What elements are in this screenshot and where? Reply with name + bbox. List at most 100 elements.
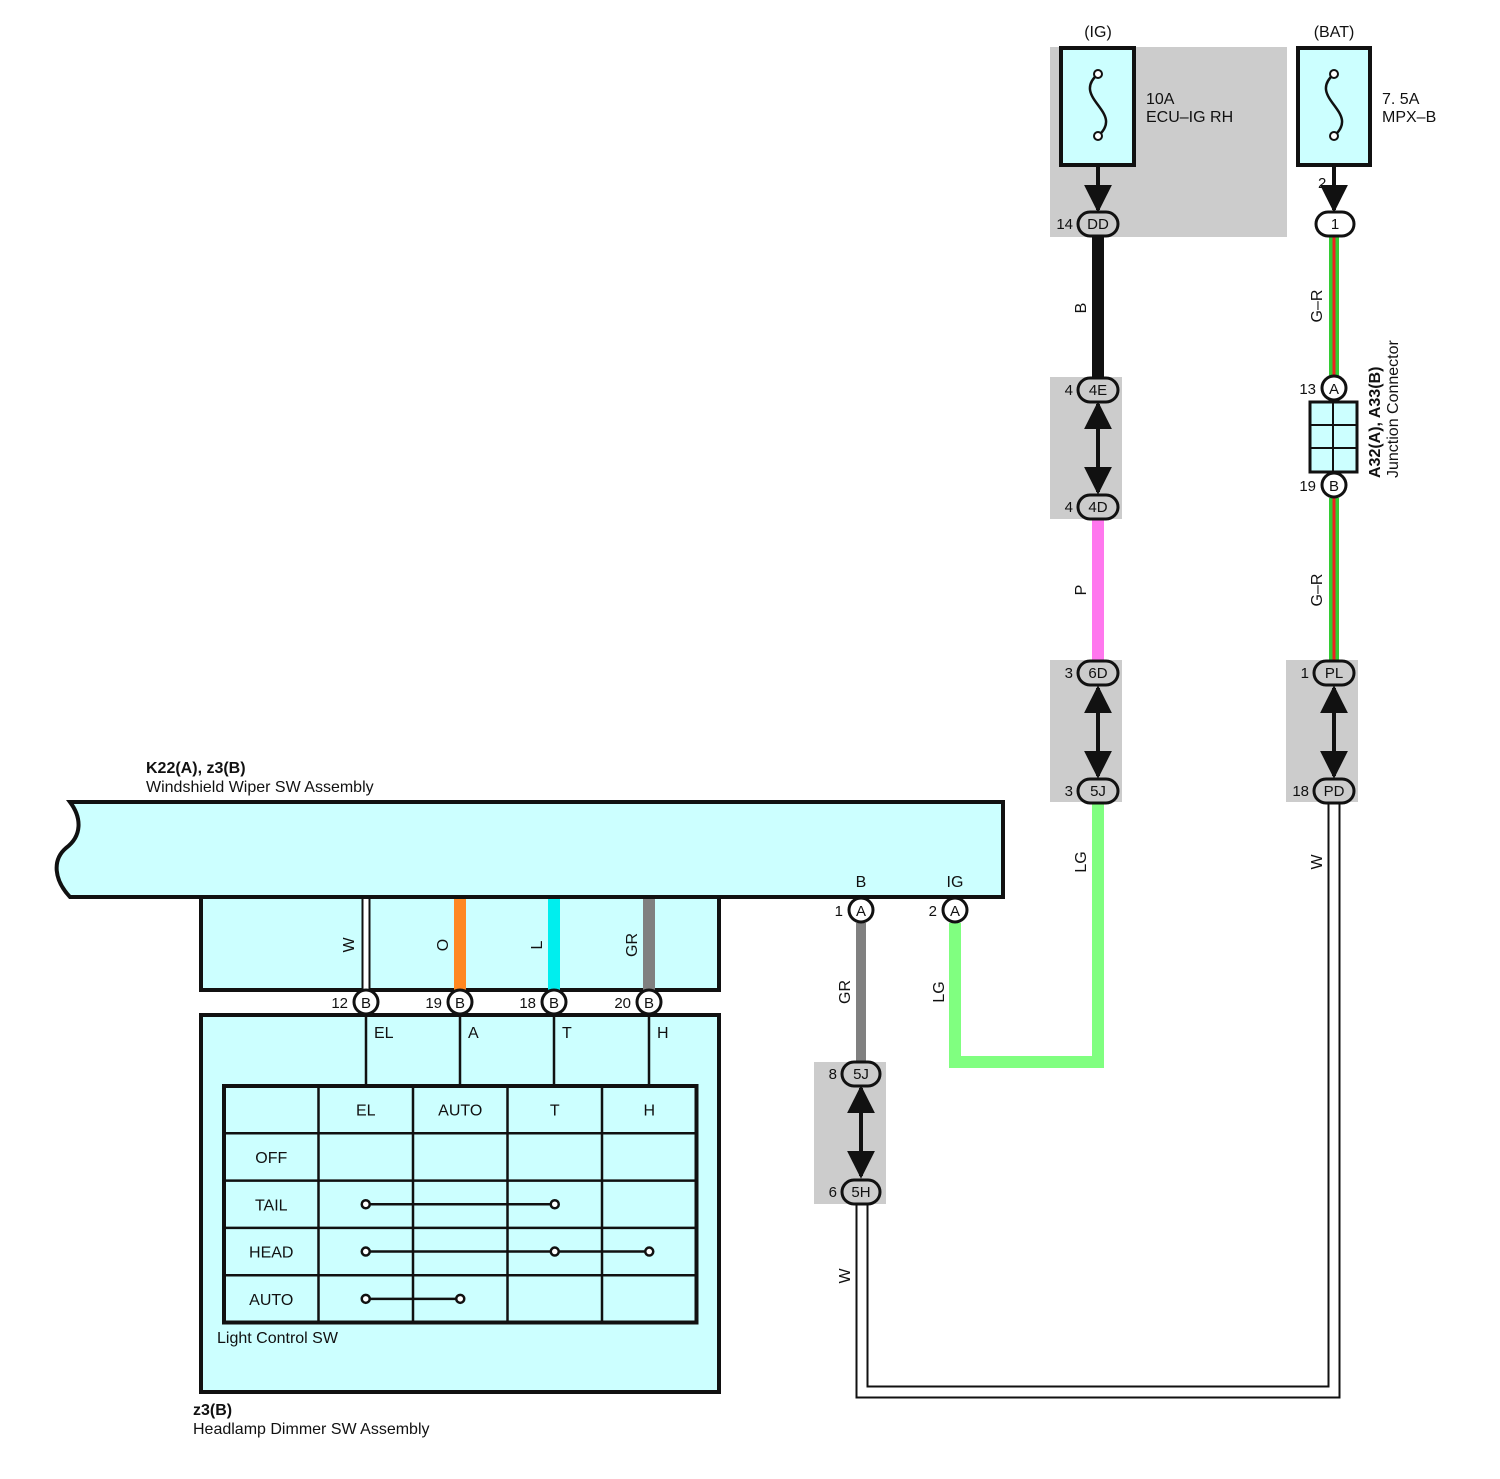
wire-label-w-bottom: W	[837, 1268, 854, 1284]
wiper-assembly-name: Windshield Wiper SW Assembly	[146, 779, 374, 796]
connector-dd-body	[1076, 210, 1120, 238]
connector-junction-a-code: A	[1329, 381, 1339, 398]
wire-label-p: P	[1073, 585, 1090, 596]
switch-row-label: AUTO	[249, 1292, 293, 1309]
wiper-assembly-id: K22(A), z3(B)	[146, 760, 246, 777]
connector-dd-pin: 14	[1056, 216, 1073, 233]
fuse-bat-element	[1324, 73, 1344, 137]
connector-junction-b-pin: 19	[1299, 478, 1316, 495]
dimmer-assembly-name: Headlamp Dimmer SW Assembly	[193, 1421, 430, 1438]
wires	[847, 165, 1348, 1399]
connector-junction-a-body	[1320, 374, 1348, 402]
connector-b-pin18-body	[540, 988, 568, 1016]
connector-pd-pin: 18	[1292, 783, 1309, 800]
connector-b-pin18-pin: 18	[519, 995, 536, 1012]
connector-4d-code: 4D	[1088, 499, 1107, 516]
switch-table-frame	[222, 1084, 699, 1325]
wire-label-lg-left: LG	[931, 981, 948, 1002]
connector-b-pin19-code: B	[455, 995, 465, 1012]
wiper-inner-box: W O L GR	[199, 895, 721, 992]
connector-5j-top-code: 5J	[1090, 783, 1106, 800]
connector-5h-code: 5H	[851, 1184, 870, 1201]
dimmer-signal-t: T	[562, 1025, 572, 1042]
switch-row-label: HEAD	[249, 1245, 293, 1262]
junction-id: A32(A), A33(B)	[1367, 367, 1384, 478]
connector-4d-body	[1076, 493, 1120, 521]
connector-5h-pin: 6	[829, 1184, 837, 1201]
connector-b-pin18-code: B	[549, 995, 559, 1012]
dimmer-signal-h: H	[657, 1025, 669, 1042]
fuse-bat-pin: 2	[1318, 175, 1326, 192]
fuse-bat-rating: 7. 5A	[1382, 91, 1420, 108]
connector-pl-pin: 1	[1301, 665, 1309, 682]
fuse-ig-name: ECU–IG RH	[1146, 109, 1233, 126]
connector-a-pin1: A 1	[835, 896, 875, 924]
connector-pl-code: PL	[1325, 665, 1343, 682]
connector-pd-code: PD	[1324, 783, 1345, 800]
junction-connector: A32(A), A33(B) Junction Connector	[1308, 339, 1402, 478]
fuse-bat-name: MPX–B	[1382, 109, 1436, 126]
switch-contact-point	[644, 1246, 655, 1257]
wiper-assembly: K22(A), z3(B) Windshield Wiper SW Assemb…	[54, 760, 1005, 899]
fuse-bat: (BAT) 7. 5A MPX–B 2	[1296, 24, 1436, 192]
connector-b-pin12-pin: 12	[331, 995, 348, 1012]
inner-wire-w-label: W	[341, 937, 358, 953]
connector-b-pin19: B 19	[425, 988, 474, 1016]
switch-contact-point	[360, 1293, 371, 1305]
connector-5h-body	[840, 1178, 882, 1206]
light-control-switch-name: Light Control SW	[217, 1330, 339, 1347]
fuse-bat-source: (BAT)	[1314, 24, 1355, 41]
switch-contact-point	[360, 1199, 371, 1210]
switch-row-label: OFF	[255, 1150, 287, 1167]
connector-1-body	[1314, 210, 1356, 238]
connector-b-pin12: B 12	[331, 988, 380, 1016]
connector-4e: 4E 4	[1065, 376, 1120, 404]
connector-dd-code: DD	[1087, 216, 1109, 233]
connector-a-pin2-body	[941, 896, 969, 924]
connector-1-code: 1	[1331, 216, 1339, 233]
switch-contact-point	[549, 1199, 560, 1210]
connector-6d-code: 6D	[1088, 665, 1107, 682]
wire-white-pd-5h	[857, 803, 1339, 1397]
switch-contact-point	[455, 1293, 466, 1305]
dimmer-assembly-id: z3(B)	[193, 1402, 232, 1419]
connector-junction-a: A 13	[1299, 374, 1348, 402]
connector-pl: PL 1	[1301, 659, 1356, 687]
switch-row-label: TAIL	[255, 1197, 288, 1214]
connector-4d: 4D 4	[1065, 493, 1120, 521]
switch-column-header: H	[643, 1103, 655, 1120]
wire-labels: B P LG G–R G–R W GR LG W	[837, 290, 1326, 1284]
connector-junction-a-pin: 13	[1299, 381, 1316, 398]
fuse-ig-box	[1059, 46, 1136, 167]
connector-4e-body	[1076, 376, 1120, 404]
inner-wire-gr-label: GR	[624, 933, 641, 957]
fuse-ig-source: (IG)	[1084, 24, 1112, 41]
connector-a-pin1-code: A	[856, 903, 866, 920]
connector-b-pin20-body	[635, 988, 663, 1016]
connector-5j-top-body	[1076, 777, 1120, 805]
connector-b-pin19-body	[446, 988, 474, 1016]
connector-b-pin20: B 20	[614, 988, 663, 1016]
wiper-assembly-body	[54, 800, 1005, 899]
wire-label-w-right: W	[1309, 854, 1326, 870]
connector-b-pin18: B 18	[519, 988, 568, 1016]
wire-label-lg-right: LG	[1073, 851, 1090, 872]
connector-5j-low: 5J 8	[829, 1060, 882, 1088]
connector-6d-body	[1076, 659, 1120, 687]
connector-pl-body	[1312, 659, 1356, 687]
wire-label-b: B	[1073, 303, 1090, 314]
wire-label-gr-b: GR	[837, 980, 854, 1004]
fuse-ig-rating: 10A	[1146, 91, 1175, 108]
switch-column-header: AUTO	[438, 1103, 482, 1120]
connector-4e-code: 4E	[1089, 382, 1107, 399]
connector-b-pin20-code: B	[644, 995, 654, 1012]
connector-5j-top-pin: 3	[1065, 783, 1073, 800]
connector-b-pin12-code: B	[361, 995, 371, 1012]
connector-4e-pin: 4	[1065, 382, 1073, 399]
wiper-pin-b-signal: B	[856, 874, 867, 891]
dimmer-signal-a: A	[468, 1025, 479, 1042]
connector-pd: PD 18	[1292, 777, 1356, 805]
connector-a-pin1-pin: 1	[835, 903, 843, 920]
